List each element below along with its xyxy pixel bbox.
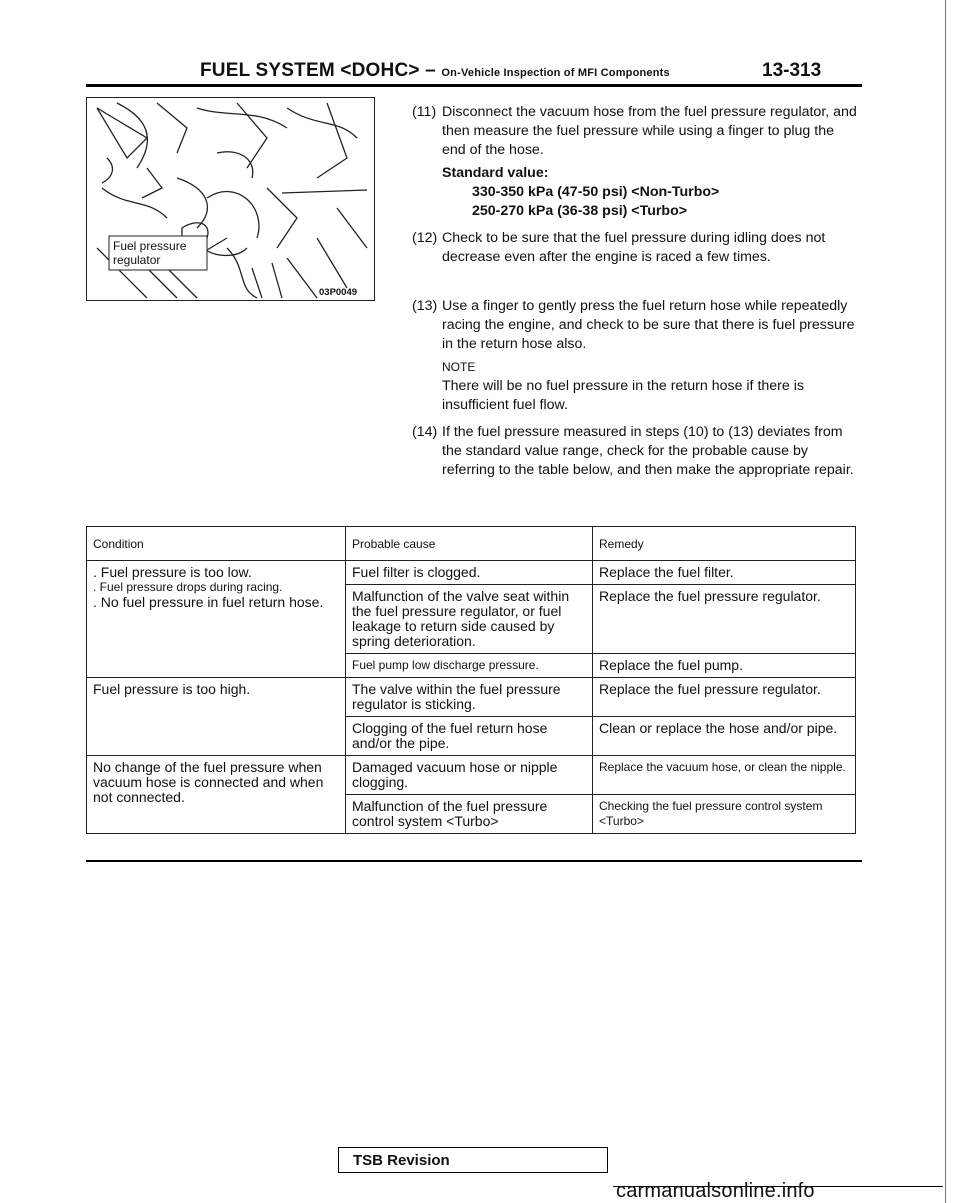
condition-cell: No change of the fuel pressure when vacu… xyxy=(86,755,346,834)
step-text: Check to be sure that the fuel pressure … xyxy=(442,230,826,265)
step-14: (14) If the fuel pressure measured in st… xyxy=(412,423,857,480)
step-text: If the fuel pressure measured in steps (… xyxy=(442,424,854,478)
cause-cell: Malfunction of the valve seat within the… xyxy=(345,584,593,654)
condition-line: . Fuel pressure drops during racing. xyxy=(93,580,283,594)
remedy-cell: Checking the fuel pressure control syste… xyxy=(592,794,856,834)
remedy-cell: Replace the fuel pressure regulator. xyxy=(592,677,856,717)
header-subtitle: On-Vehicle Inspection of MFI Components xyxy=(441,67,670,79)
remedy-cell: Clean or replace the hose and/or pipe. xyxy=(592,716,856,756)
cause-cell: Damaged vacuum hose or nipple clogging. xyxy=(345,755,593,795)
remedy-cell: Replace the fuel pressure regulator. xyxy=(592,584,856,654)
footer-rule xyxy=(613,1186,943,1187)
procedure-steps: (11) Disconnect the vacuum hose from the… xyxy=(412,103,857,488)
condition-line: . Fuel pressure is too low. xyxy=(93,564,252,580)
cause-cell: Fuel filter is clogged. xyxy=(345,560,593,585)
page-number: 13-313 xyxy=(762,60,822,81)
remedy-cell: Replace the vacuum hose, or clean the ni… xyxy=(592,755,856,795)
table-row: Fuel pump low discharge pressure. Replac… xyxy=(87,653,856,678)
engine-illustration: Fuel pressure regulator 03P0049 xyxy=(96,102,368,299)
step-number: (14) xyxy=(412,424,438,440)
step-number: (13) xyxy=(412,298,438,314)
table-row: No change of the fuel pressure when vacu… xyxy=(86,755,856,834)
condition-cell: Fuel pressure is too high. xyxy=(86,677,346,756)
standard-label: Standard value: xyxy=(442,165,549,181)
figure-label-line2: regulator xyxy=(113,253,160,267)
remedy-cell: Replace the fuel pump. xyxy=(592,653,856,678)
note-label: NOTE xyxy=(442,360,476,374)
remedy-cell: Replace the fuel filter. xyxy=(592,560,856,585)
step-text: Disconnect the vacuum hose from the fuel… xyxy=(442,104,857,158)
step-13: (13) Use a finger to gently press the fu… xyxy=(412,297,857,415)
condition-line: . No fuel pressure in fuel return hose. xyxy=(93,594,324,610)
page-edge-rule xyxy=(945,0,946,1203)
step-12: (12) Check to be sure that the fuel pres… xyxy=(412,229,857,267)
cause-cell: Fuel pump low discharge pressure. xyxy=(345,653,593,678)
figure-code: 03P0049 xyxy=(319,287,357,298)
cause-cell: Malfunction of the fuel pressure control… xyxy=(345,794,593,834)
column-header-remedy: Remedy xyxy=(592,526,856,561)
page-header-title: FUEL SYSTEM <DOHC> – On-Vehicle Inspecti… xyxy=(200,60,670,82)
table-row: Malfunction of the fuel pressure control… xyxy=(87,794,856,834)
step-number: (12) xyxy=(412,230,438,246)
troubleshooting-table: Condition Probable cause Remedy . Fuel p… xyxy=(86,526,856,834)
condition-line: No change of the fuel pressure when vacu… xyxy=(93,759,324,805)
cause-cell: Clogging of the fuel return hose and/or … xyxy=(345,716,593,756)
standard-value-non-turbo: 330-350 kPa (47-50 psi) <Non-Turbo> xyxy=(472,184,720,200)
table-row: . Fuel pressure is too low. . Fuel press… xyxy=(86,560,856,678)
condition-cell: . Fuel pressure is too low. . Fuel press… xyxy=(86,560,346,678)
note-text: There will be no fuel pressure in the re… xyxy=(442,378,804,413)
column-header-condition: Condition xyxy=(86,526,346,561)
column-header-cause: Probable cause xyxy=(345,526,593,561)
header-title-text: FUEL SYSTEM <DOHC> – xyxy=(200,60,436,81)
tsb-revision-box: TSB Revision xyxy=(338,1147,608,1173)
step-11: (11) Disconnect the vacuum hose from the… xyxy=(412,103,857,221)
step-number: (11) xyxy=(412,104,437,120)
table-row: Clogging of the fuel return hose and/or … xyxy=(87,716,856,756)
condition-line: Fuel pressure is too high. xyxy=(93,681,251,697)
standard-value-block: Standard value: 330-350 kPa (47-50 psi) … xyxy=(442,164,857,221)
table-row: Fuel pressure is too high. The valve wit… xyxy=(86,677,856,756)
step-text: Use a finger to gently press the fuel re… xyxy=(442,298,855,352)
standard-value-turbo: 250-270 kPa (36-38 psi) <Turbo> xyxy=(472,203,688,219)
figure-label-line1: Fuel pressure xyxy=(113,239,187,253)
header-rule xyxy=(86,84,862,87)
table-bottom-rule xyxy=(86,860,862,862)
fuel-pressure-regulator-figure: Fuel pressure regulator 03P0049 xyxy=(86,97,375,301)
cause-cell: The valve within the fuel pressure regul… xyxy=(345,677,593,717)
table-header-row: Condition Probable cause Remedy xyxy=(86,526,856,561)
watermark: carmanualsonline.info xyxy=(616,1180,815,1202)
